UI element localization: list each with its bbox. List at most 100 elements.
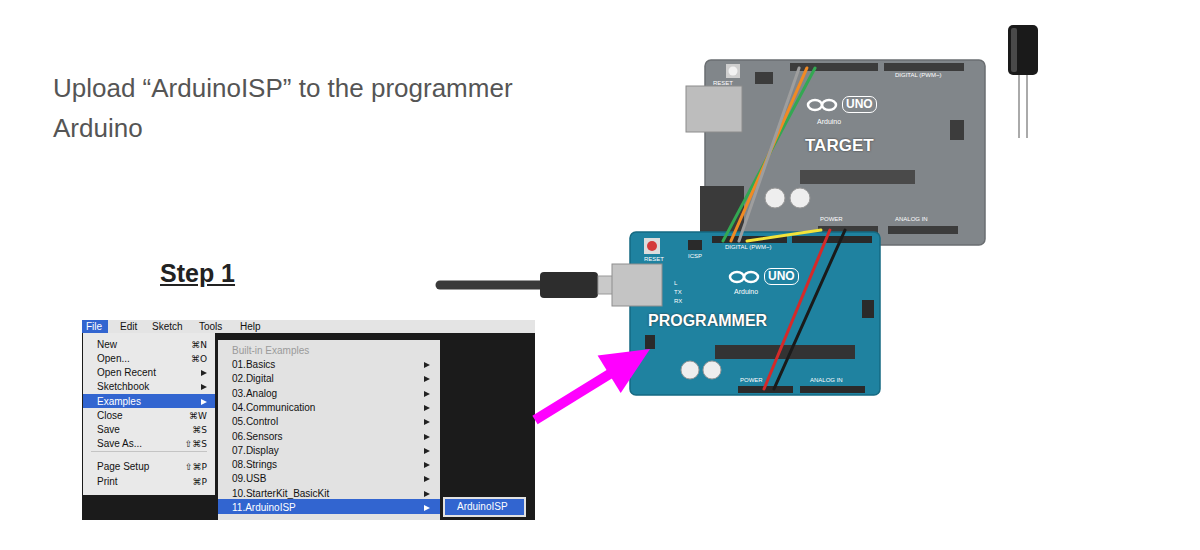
silkscreen-label: ANALOG IN [895, 216, 928, 223]
menu-bar-item: Help [240, 320, 261, 333]
menu-bar-item: Edit [120, 320, 137, 333]
plug-body [540, 272, 598, 298]
capacitor-body [1008, 25, 1038, 75]
menu-item: New [97, 339, 117, 351]
instruction-title: Upload “ArduinoISP” to the programmer Ar… [53, 68, 598, 148]
menu-item: Open... [97, 353, 130, 365]
menu-heading: Built-in Examples [232, 345, 309, 357]
logo-loop [730, 272, 744, 282]
pointer-arrow [535, 349, 650, 420]
usb-port [686, 86, 742, 132]
examples-submenu: Built-in Examples 01.Basics 02.Digital 03.A… [218, 340, 440, 520]
wire-line [764, 230, 830, 389]
silkscreen-label: DIGITAL (PWM~) [725, 244, 772, 251]
reset-cap [647, 241, 657, 251]
arrow-shaft [535, 373, 611, 420]
analog-header [888, 226, 958, 234]
submenu-arrow [424, 505, 430, 511]
file-menu: New⌘NOpen...⌘OOpen RecentSketchbookExamp… [83, 333, 215, 495]
menu-shortcut: ⌘S [192, 424, 207, 436]
menu-bar [82, 320, 535, 333]
arrow-head [598, 349, 650, 393]
silkscreen-label: ICSP [688, 253, 702, 260]
menu-separator [91, 451, 207, 452]
capacitor-leg [1026, 70, 1028, 138]
capacitor-part [1008, 25, 1038, 138]
board-name: TARGET [805, 135, 874, 156]
submenu-arrow [424, 362, 430, 368]
menu-item: Examples [97, 396, 141, 408]
submenu-arrow [424, 405, 430, 411]
submenu-arrow [424, 376, 430, 382]
jumper-wire [747, 230, 821, 241]
menu-shortcut: ⌘N [191, 339, 207, 351]
menu-item: 08.Strings [232, 459, 277, 471]
capacitor [681, 361, 699, 379]
programmer-board: RESETICSPDIGITAL (PWM~)LTXRXUNOArduinoPR… [630, 232, 880, 395]
silkscreen-label: DIGITAL (PWM~) [895, 72, 942, 79]
digital-header [884, 63, 964, 71]
silkscreen-label: RESET [713, 80, 733, 87]
logo-loop [744, 272, 758, 282]
menu-bar-item: File [86, 320, 102, 333]
icsp-header [688, 240, 702, 250]
silkscreen-label: ANALOG IN [810, 377, 843, 384]
logo-loop [808, 100, 822, 110]
menu-bar-item: Sketch [152, 320, 183, 333]
board-logo: UNO [842, 96, 877, 113]
analog-header [800, 386, 865, 393]
capacitor-leg [1018, 70, 1020, 138]
silkscreen-label: RX [674, 298, 682, 305]
silkscreen-label: L [674, 280, 677, 287]
menu-item: 02.Digital [232, 373, 274, 385]
chip [715, 345, 855, 359]
menu-item: 05.Control [232, 416, 278, 428]
board-brand: Arduino [817, 117, 841, 126]
menu-bar-item: Tools [199, 320, 222, 333]
menu-item: Save As... [97, 438, 142, 450]
menu-item: 09.USB [232, 473, 266, 485]
menu-item: 10.StarterKit_BasicKit [232, 488, 329, 500]
wire-line [739, 68, 799, 241]
menu-item: 11.ArduinoISP [232, 502, 296, 514]
submenu-arrow [424, 391, 430, 397]
submenu-arrow [424, 419, 430, 425]
wire-line [731, 68, 807, 241]
wire-line [774, 230, 845, 389]
silkscreen-label: TX [674, 289, 682, 296]
menu-shortcut: ⌘P [193, 476, 207, 488]
jumper-wire [723, 68, 815, 241]
icsp-header [950, 120, 964, 140]
submenu-arrow [424, 476, 430, 482]
cable [440, 281, 548, 290]
usb-port [612, 264, 662, 306]
silkscreen-label: RESET [644, 256, 664, 263]
submenu-arrow [424, 448, 430, 454]
logo-loop [822, 100, 836, 110]
submenu-arrow [424, 434, 430, 440]
menu-item: 06.Sensors [232, 431, 283, 443]
menu-item: 01.Basics [232, 359, 275, 371]
digital-header [790, 63, 878, 71]
board-brand: Arduino [734, 287, 758, 296]
icsp-header [862, 300, 874, 318]
board-body [630, 232, 880, 395]
menu-screenshot: FileEditSketchToolsHelpNew⌘NOpen...⌘OOpe… [82, 320, 535, 520]
wire-line [747, 230, 821, 241]
menu-item: Print [97, 476, 118, 488]
submenu-arrow [201, 370, 207, 376]
menu-item: Close [97, 410, 123, 422]
icsp-header [755, 72, 773, 84]
usb-cable [440, 272, 620, 298]
step-heading: Step 1 [160, 258, 235, 288]
menu-shortcut: ⌘W [189, 410, 207, 422]
reset-button [644, 238, 660, 254]
menu-shortcut: ⇧⌘S [185, 438, 207, 450]
menu-item: 03.Analog [232, 388, 277, 400]
board-body [705, 60, 985, 245]
capacitor [765, 188, 785, 208]
capacitor [790, 188, 810, 208]
target-board-art [686, 60, 985, 245]
programmer-board-art [612, 232, 880, 395]
